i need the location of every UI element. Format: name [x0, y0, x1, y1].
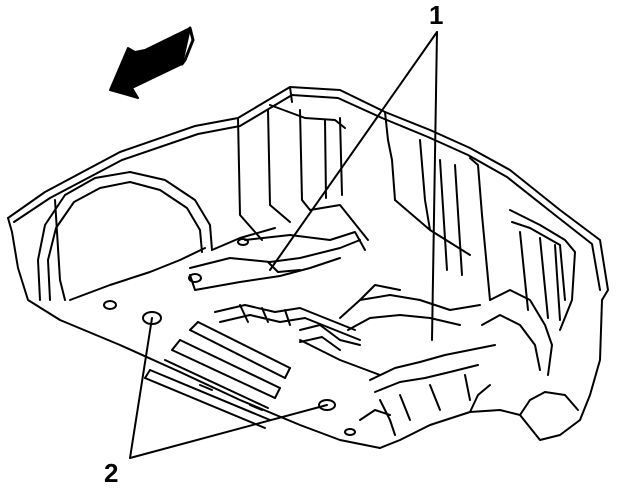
callout-2-leader-b: [129, 404, 328, 459]
drain-plug-mid: [237, 238, 249, 246]
left-wheel-well: [37, 171, 276, 301]
forward-arrow-icon: [109, 26, 195, 99]
callout-1-label: 1: [429, 0, 444, 30]
floor-ribs: [144, 304, 381, 429]
callout-1-leader-b: [431, 31, 438, 341]
callout-2-label: 2: [104, 458, 119, 488]
callout-2-leader-a: [129, 317, 153, 459]
drain-plug-left: [103, 300, 117, 310]
callout-1-leader-a: [269, 31, 438, 271]
right-wheel-well: [481, 209, 576, 376]
callout-leaders: [129, 31, 438, 459]
drain-plug-front: [344, 428, 356, 436]
center-tunnel: [189, 231, 481, 331]
drain-plugs: [103, 238, 356, 436]
rear-wall: [237, 86, 491, 301]
drain-plug-rear-left: [188, 273, 202, 283]
drain-plug-front-center: [318, 399, 336, 411]
seat-mount-area: [359, 344, 496, 436]
